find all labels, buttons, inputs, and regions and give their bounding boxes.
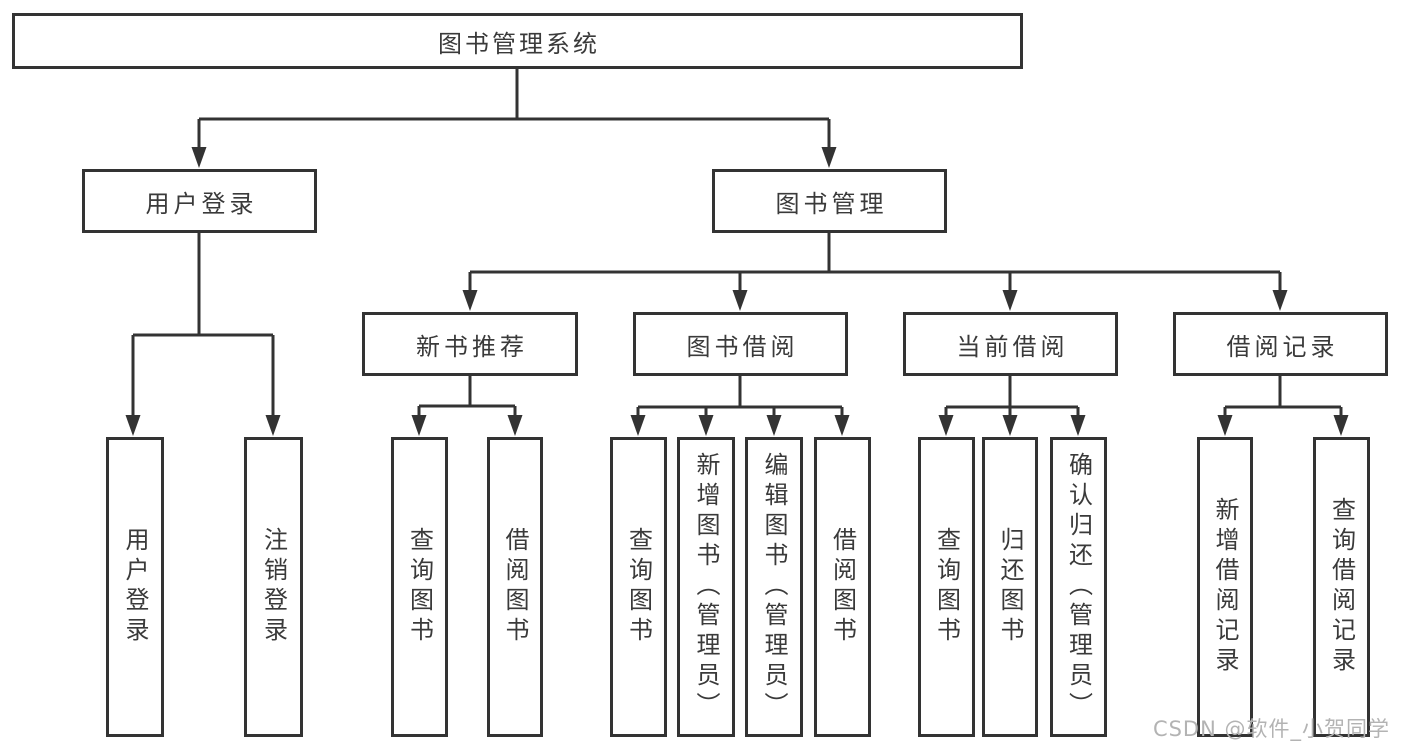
leaf-borrow-books-2: 借阅图书 — [814, 437, 871, 737]
node-book-management: 图书管理 — [712, 169, 947, 233]
leaf-label: 新增图书（管理员） — [692, 452, 720, 722]
csdn-watermark: CSDN @软件_小贺同学 — [1152, 717, 1390, 741]
connector-mgmt — [468, 233, 1282, 292]
node-label: 新书推荐 — [416, 332, 528, 361]
connector-borrow — [636, 376, 844, 418]
node-label: 图书管理 — [775, 189, 888, 218]
leaf-label: 归还图书 — [996, 527, 1024, 647]
leaf-label: 用户登录 — [121, 527, 149, 647]
leaf-label: 借阅图书 — [828, 527, 857, 647]
leaf-label: 确认归还（管理员） — [1064, 452, 1093, 722]
leaf-user-login: 用户登录 — [106, 437, 164, 737]
leaf-edit-books-admin: 编辑图书（管理员） — [745, 437, 803, 737]
leaf-query-borrow-record: 查询借阅记录 — [1313, 437, 1370, 737]
connector-new-books — [417, 376, 517, 418]
node-label: 借阅记录 — [1226, 332, 1339, 361]
leaf-label: 新增借阅记录 — [1211, 497, 1239, 677]
leaf-query-books-2: 查询图书 — [610, 437, 667, 737]
leaf-query-books-1: 查询图书 — [391, 437, 448, 737]
leaf-label: 查询图书 — [405, 527, 434, 647]
connector-login — [131, 233, 275, 418]
leaf-label: 查询图书 — [932, 527, 961, 647]
leaf-confirm-return-admin: 确认归还（管理员） — [1050, 437, 1107, 737]
node-book-borrow: 图书借阅 — [633, 312, 848, 376]
leaf-label: 编辑图书（管理员） — [760, 452, 788, 722]
leaf-add-borrow-record: 新增借阅记录 — [1197, 437, 1253, 737]
node-new-book-recommend: 新书推荐 — [362, 312, 578, 376]
node-label: 图书管理系统 — [438, 29, 600, 58]
node-label: 当前借阅 — [956, 332, 1069, 361]
node-current-borrow: 当前借阅 — [903, 312, 1118, 376]
node-system-root: 图书管理系统 — [12, 13, 1023, 69]
node-borrow-records: 借阅记录 — [1173, 312, 1388, 376]
connector-current — [944, 376, 1080, 418]
leaf-logout: 注销登录 — [244, 437, 303, 737]
leaf-return-books: 归还图书 — [982, 437, 1038, 737]
leaf-label: 注销登录 — [259, 527, 288, 647]
node-label: 用户登录 — [145, 189, 258, 218]
leaf-label: 借阅图书 — [501, 527, 529, 647]
leaf-borrow-books-1: 借阅图书 — [487, 437, 543, 737]
connector-root — [197, 68, 831, 148]
node-user-login: 用户登录 — [82, 169, 317, 233]
connector-records — [1223, 376, 1343, 418]
arrowheads — [125, 147, 1349, 436]
leaf-add-books-admin: 新增图书（管理员） — [677, 437, 735, 737]
leaf-label: 查询图书 — [624, 527, 653, 647]
node-label: 图书借阅 — [686, 332, 799, 361]
leaf-query-books-3: 查询图书 — [918, 437, 975, 737]
leaf-label: 查询借阅记录 — [1327, 497, 1356, 677]
